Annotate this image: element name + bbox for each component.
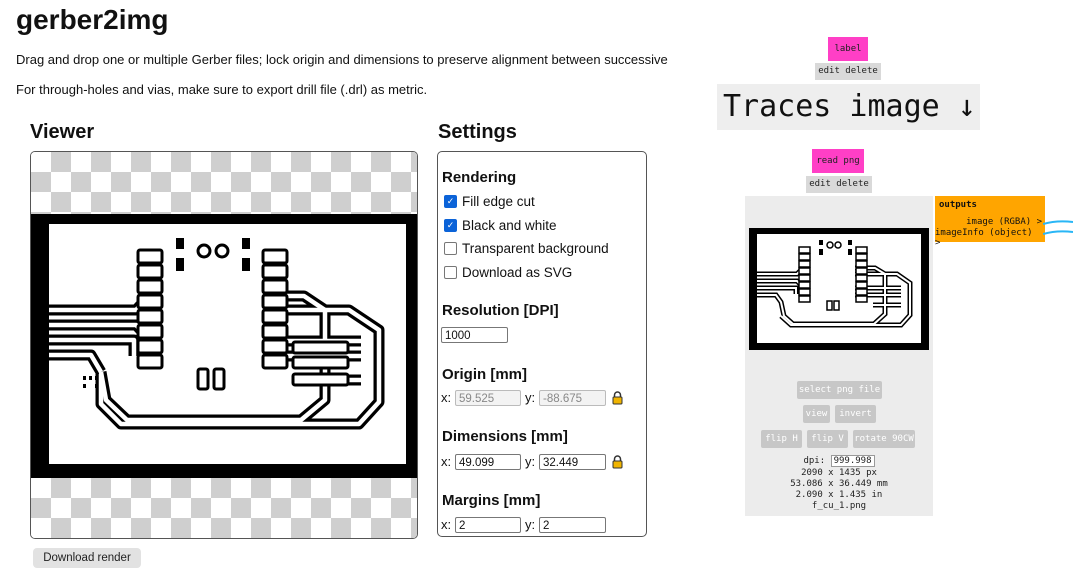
fill-edge-cut-label: Fill edge cut [462, 194, 535, 209]
transparent-background-checkbox[interactable] [444, 242, 457, 255]
flip-v-button[interactable]: flip V [807, 430, 848, 448]
dimensions-heading: Dimensions [mm] [442, 428, 568, 445]
margins-y-label: y: [525, 517, 536, 532]
png-preview [749, 228, 929, 350]
download-as-svg-checkbox[interactable] [444, 266, 457, 279]
transparent-background-label: Transparent background [462, 241, 609, 256]
info-mm: 53.086 x 36.449 mm [790, 479, 888, 489]
select-png-file-button[interactable]: select png file [797, 381, 882, 399]
read-png-node-tag[interactable]: read png [812, 149, 864, 173]
origin-x-input[interactable]: 59.525 [455, 390, 521, 406]
option-download-as-svg[interactable]: Download as SVG [444, 265, 572, 280]
read-png-node-actions[interactable]: edit delete [806, 176, 872, 193]
traces-image-label: Traces image ↓ [717, 84, 980, 130]
dimensions-x-label: x: [441, 454, 452, 469]
label-node-actions[interactable]: edit delete [815, 63, 881, 80]
invert-button[interactable]: invert [835, 405, 876, 423]
origin-y-input[interactable]: -88.675 [539, 390, 606, 406]
option-black-and-white[interactable]: ✓ Black and white [444, 218, 557, 233]
intro-text-drag-drop: Drag and drop one or multiple Gerber fil… [16, 52, 668, 67]
info-pixels: 2090 x 1435 px [801, 468, 877, 478]
settings-title: Settings [438, 121, 517, 143]
resolution-input[interactable]: 1000 [441, 327, 508, 343]
intro-text-drill: For through-holes and vias, make sure to… [16, 82, 428, 97]
download-as-svg-label: Download as SVG [462, 265, 573, 280]
outputs-title: outputs [939, 200, 977, 210]
output-image-rgba[interactable]: image (RGBA) > [966, 217, 1042, 227]
read-png-outputs: outputs image (RGBA) > imageInfo (object… [935, 196, 1045, 248]
margins-x-input[interactable]: 2 [455, 517, 521, 533]
app-title: gerber2img [16, 4, 169, 35]
origin-lock-icon[interactable] [612, 391, 623, 405]
pcb-render [31, 214, 417, 478]
viewer-title: Viewer [30, 121, 95, 143]
margins-y-input[interactable]: 2 [539, 517, 606, 533]
resolution-heading: Resolution [DPI] [442, 302, 559, 319]
rendering-heading: Rendering [442, 169, 517, 186]
fill-edge-cut-checkbox[interactable]: ✓ [444, 195, 457, 208]
dpi-input[interactable]: 999.998 [830, 455, 875, 467]
dimensions-lock-icon[interactable] [612, 455, 623, 469]
dpi-label: dpi: [803, 456, 826, 466]
option-fill-edge-cut[interactable]: ✓ Fill edge cut [444, 194, 535, 209]
transparent-pattern-top [31, 152, 417, 214]
output-imageinfo[interactable]: imageInfo (object) > [935, 228, 1033, 248]
dimensions-y-input[interactable]: 32.449 [539, 454, 606, 470]
origin-x-label: x: [441, 390, 452, 405]
dimensions-x-input[interactable]: 49.099 [455, 454, 521, 470]
dimensions-y-label: y: [525, 454, 536, 469]
black-and-white-label: Black and white [462, 218, 557, 233]
info-filename: f_cu_1.png [811, 501, 867, 511]
output-wires [1043, 220, 1073, 235]
rotate-90cw-button[interactable]: rotate 90CW [853, 430, 915, 448]
origin-y-label: y: [525, 390, 536, 405]
transparent-pattern-bottom [31, 478, 417, 538]
margins-heading: Margins [mm] [442, 492, 541, 509]
download-render-button[interactable]: Download render [33, 548, 141, 568]
viewer-canvas[interactable] [30, 151, 418, 539]
view-button[interactable]: view [803, 405, 830, 423]
dpi-row: dpi: 999.998 [745, 455, 933, 467]
margins-x-label: x: [441, 517, 452, 532]
label-node-tag[interactable]: label [828, 37, 868, 61]
info-inches: 2.090 x 1.435 in [795, 490, 883, 500]
black-and-white-checkbox[interactable]: ✓ [444, 219, 457, 232]
origin-heading: Origin [mm] [442, 366, 527, 383]
flip-h-button[interactable]: flip H [761, 430, 802, 448]
settings-panel: Rendering ✓ Fill edge cut ✓ Black and wh… [437, 151, 647, 537]
option-transparent-background[interactable]: Transparent background [444, 241, 609, 256]
